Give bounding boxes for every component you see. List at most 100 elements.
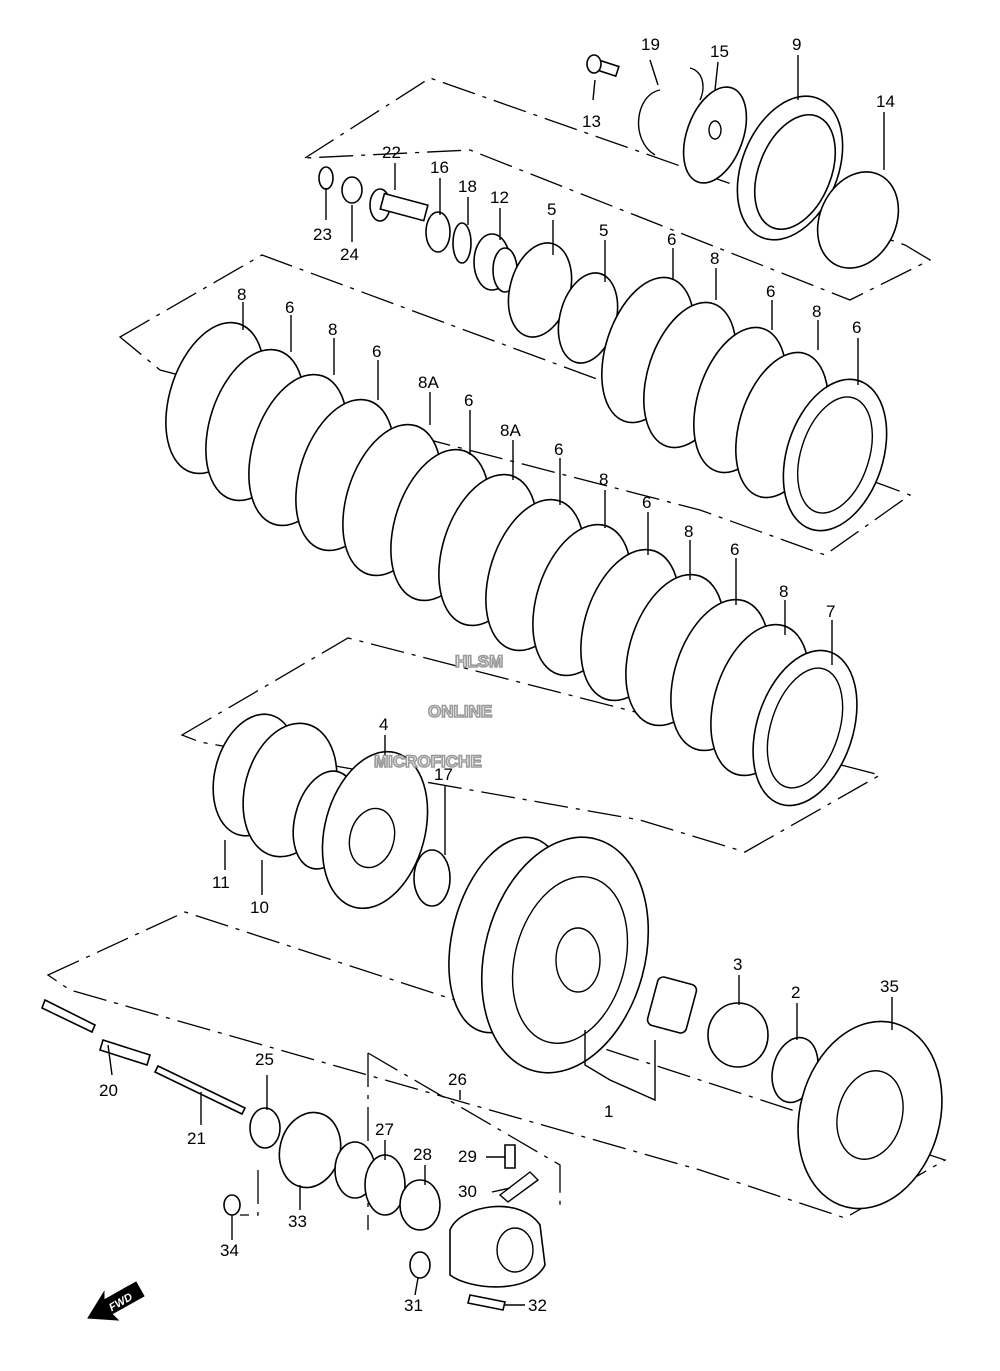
rod-21 — [153, 1064, 247, 1116]
o-ring-19 — [638, 89, 661, 156]
watermark-line3: MICROFICHE — [374, 752, 482, 771]
callout-8g: 8 — [779, 582, 788, 601]
guide-frame-release — [367, 1052, 561, 1230]
nut-24 — [341, 176, 363, 204]
callout-8c: 8 — [237, 285, 246, 304]
bleeder-29 — [504, 1144, 516, 1169]
o-ring-19-b — [689, 67, 704, 101]
callout-6g: 6 — [554, 440, 563, 459]
callout-18: 18 — [458, 177, 477, 196]
callout-9: 9 — [792, 35, 801, 54]
callout-23: 23 — [313, 225, 332, 244]
callout-6b: 6 — [766, 282, 775, 301]
oil-seal-25 — [249, 1107, 281, 1149]
bolt-32 — [467, 1294, 506, 1311]
callout-5b: 5 — [599, 221, 608, 240]
callout-33: 33 — [288, 1212, 307, 1231]
callout-21: 21 — [187, 1129, 206, 1148]
callout-6a: 6 — [667, 230, 676, 249]
guide-frame-shaft — [46, 911, 947, 1219]
callout-6f: 6 — [464, 391, 473, 410]
callout-28: 28 — [413, 1145, 432, 1164]
callout-6c: 6 — [852, 318, 861, 337]
callout-8A1: 8A — [418, 373, 439, 392]
callout-25: 25 — [255, 1050, 274, 1069]
callout-31: 31 — [404, 1296, 423, 1315]
callout-35: 35 — [880, 977, 899, 996]
plate-stack-upper — [601, 276, 888, 532]
bearing-16 — [425, 211, 451, 253]
leader-lines — [107, 55, 893, 1306]
guide-frame-bolt-34 — [240, 1170, 259, 1216]
callout-26: 26 — [448, 1070, 467, 1089]
fwd-label: FWD — [107, 1291, 135, 1314]
callout-14: 14 — [876, 92, 895, 111]
plate-stack-main — [165, 321, 858, 807]
callout-1: 1 — [604, 1102, 613, 1121]
washer-17 — [413, 849, 451, 907]
callout-6d: 6 — [285, 298, 294, 317]
callout-8A2: 8A — [500, 421, 521, 440]
callout-2: 2 — [791, 983, 800, 1002]
gear-35 — [797, 1020, 943, 1210]
callout-6h: 6 — [642, 493, 651, 512]
leader-1 — [584, 1030, 656, 1102]
callout-8a: 8 — [710, 249, 719, 268]
needle-bearing-3 — [707, 1002, 769, 1068]
guide-frame-hub — [180, 637, 882, 853]
callout-12: 12 — [490, 188, 509, 207]
callout-22: 22 — [382, 143, 401, 162]
callout-6e: 6 — [372, 342, 381, 361]
bolt-34 — [223, 1194, 241, 1216]
guide-frame-top — [302, 77, 932, 301]
callout-8e: 8 — [599, 470, 608, 489]
pushrod-22 — [369, 188, 429, 222]
callout-30: 30 — [458, 1182, 477, 1201]
release-plate-15 — [682, 86, 748, 184]
callout-13: 13 — [582, 112, 601, 131]
fwd-arrow: FWD — [87, 1281, 145, 1321]
guide-frame-plates — [118, 254, 912, 556]
callout-15: 15 — [710, 42, 729, 61]
bearing-9 — [736, 95, 844, 241]
callout-19: 19 — [641, 35, 660, 54]
callout-5a: 5 — [547, 200, 556, 219]
callout-8b: 8 — [812, 302, 821, 321]
pushrod-tube-20 — [99, 1038, 151, 1067]
callout-10: 10 — [250, 898, 269, 917]
callout-4: 4 — [379, 715, 388, 734]
callout-20: 20 — [99, 1081, 118, 1100]
callout-8d: 8 — [328, 320, 337, 339]
callout-labels: 19 15 9 14 13 22 16 18 12 23 24 5 5 6 8 … — [99, 35, 899, 1315]
callout-32: 32 — [528, 1296, 547, 1315]
dowel-31 — [409, 1251, 431, 1279]
washer-18 — [452, 222, 472, 264]
callout-8f: 8 — [684, 522, 693, 541]
clutch-hub-4 — [292, 750, 429, 910]
cap-30 — [498, 1171, 540, 1203]
callout-27: 27 — [375, 1120, 394, 1139]
callout-29: 29 — [458, 1147, 477, 1166]
callout-11: 11 — [212, 873, 230, 892]
callout-6i: 6 — [730, 540, 739, 559]
watermark: HLSM ONLINE MICROFICHE — [373, 651, 504, 772]
callout-24: 24 — [340, 245, 359, 264]
callout-34: 34 — [220, 1241, 239, 1260]
washer-23 — [318, 166, 334, 190]
callout-7: 7 — [826, 602, 835, 621]
piston-27b — [364, 1154, 406, 1216]
callout-16: 16 — [430, 158, 449, 177]
watermark-line1: HLSM — [455, 652, 503, 671]
pushrod-20 — [40, 998, 97, 1034]
clutch-housing-1 — [448, 836, 650, 1074]
circlip-14 — [816, 171, 900, 269]
spring-28 — [399, 1179, 441, 1231]
bolt-13 — [586, 54, 620, 78]
callout-17: 17 — [434, 765, 453, 784]
spacer — [646, 976, 698, 1034]
callout-3: 3 — [733, 955, 742, 974]
cylinder-port — [496, 1227, 534, 1273]
watermark-line2: ONLINE — [428, 702, 492, 721]
fwd-arrow-icon — [87, 1281, 145, 1321]
